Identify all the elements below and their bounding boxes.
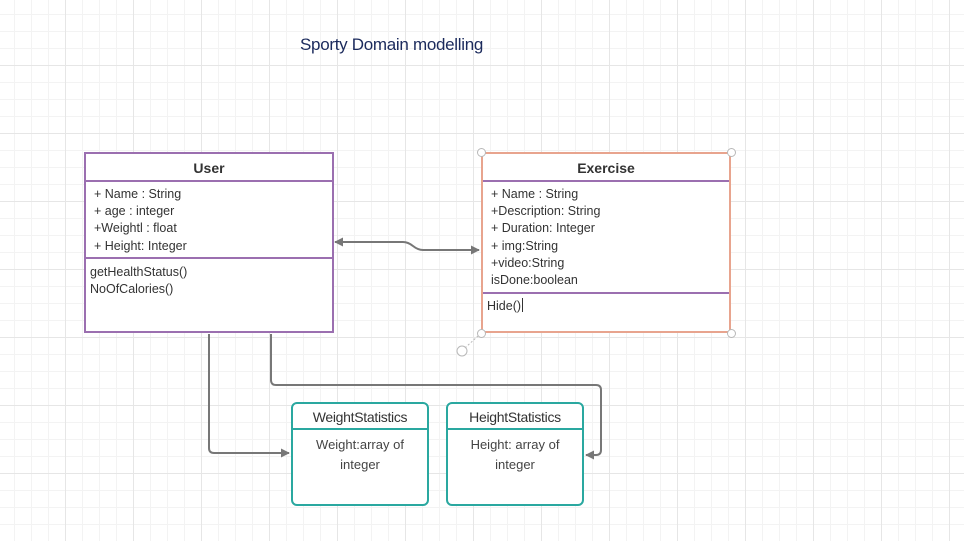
exercise-attributes: + Name : String +Description: String + D… (483, 182, 729, 294)
user-operations: getHealthStatus() NoOfCalories() (86, 259, 332, 298)
text-cursor (522, 298, 524, 312)
user-attribute: + age : integer (94, 204, 175, 219)
exercise-attribute: +Description: String (491, 204, 601, 219)
resize-handle-bottom-right[interactable] (727, 329, 736, 338)
weightstatistics-body-line: Weight:array of (316, 437, 404, 452)
user-operation: getHealthStatus() (90, 265, 188, 279)
heightstatistics-class-box[interactable]: HeightStatistics Height: array of intege… (446, 402, 584, 506)
diagram-title: Sporty Domain modelling (300, 35, 484, 54)
user-operation: NoOfCalories() (90, 282, 174, 297)
heightstatistics-class-name: HeightStatistics (448, 404, 582, 430)
weightstatistics-body-line: integer (340, 456, 380, 472)
user-attribute: + Name : String (94, 187, 182, 201)
user-class-name: User (86, 154, 332, 182)
resize-handle-top-left[interactable] (477, 148, 486, 157)
weightstatistics-class-name: WeightStatistics (293, 404, 427, 430)
heightstatistics-body: Height: array of integer (448, 430, 582, 474)
user-attribute: +Weightl : float (94, 221, 177, 236)
user-class-box[interactable]: User + Name : String + age : integer +We… (84, 152, 334, 333)
heightstatistics-body-line: Height: array of (470, 437, 560, 452)
user-weightstatistics-connector[interactable] (208, 334, 290, 458)
exercise-attribute: +video:String (491, 255, 565, 270)
exercise-attribute: + img:String (491, 238, 559, 253)
weightstatistics-body: Weight:array of integer (293, 430, 427, 474)
exercise-operation[interactable]: Hide() (487, 299, 522, 313)
resize-handle-bottom-left[interactable] (477, 329, 486, 338)
exercise-attribute: + Duration: Integer (491, 221, 595, 236)
user-heightstatistics-connector[interactable] (270, 334, 602, 460)
resize-handle-top-right[interactable] (727, 148, 736, 157)
weightstatistics-class-box[interactable]: WeightStatistics Weight:array of integer (291, 402, 429, 506)
user-attributes: + Name : String + age : integer +Weightl… (86, 182, 332, 259)
rotate-handle[interactable] (456, 345, 468, 357)
exercise-attribute: + Name : String (491, 187, 579, 201)
exercise-class-box[interactable]: Exercise + Name : String +Description: S… (481, 152, 731, 333)
heightstatistics-body-line: integer (495, 456, 535, 472)
user-exercise-association[interactable] (334, 237, 480, 255)
exercise-operations[interactable]: Hide() (483, 294, 729, 315)
exercise-attribute: isDone:boolean (491, 273, 578, 288)
exercise-class-name: Exercise (483, 154, 729, 182)
dashed-rotate-guide (464, 334, 480, 349)
user-attribute: + Height: Integer (94, 238, 187, 253)
